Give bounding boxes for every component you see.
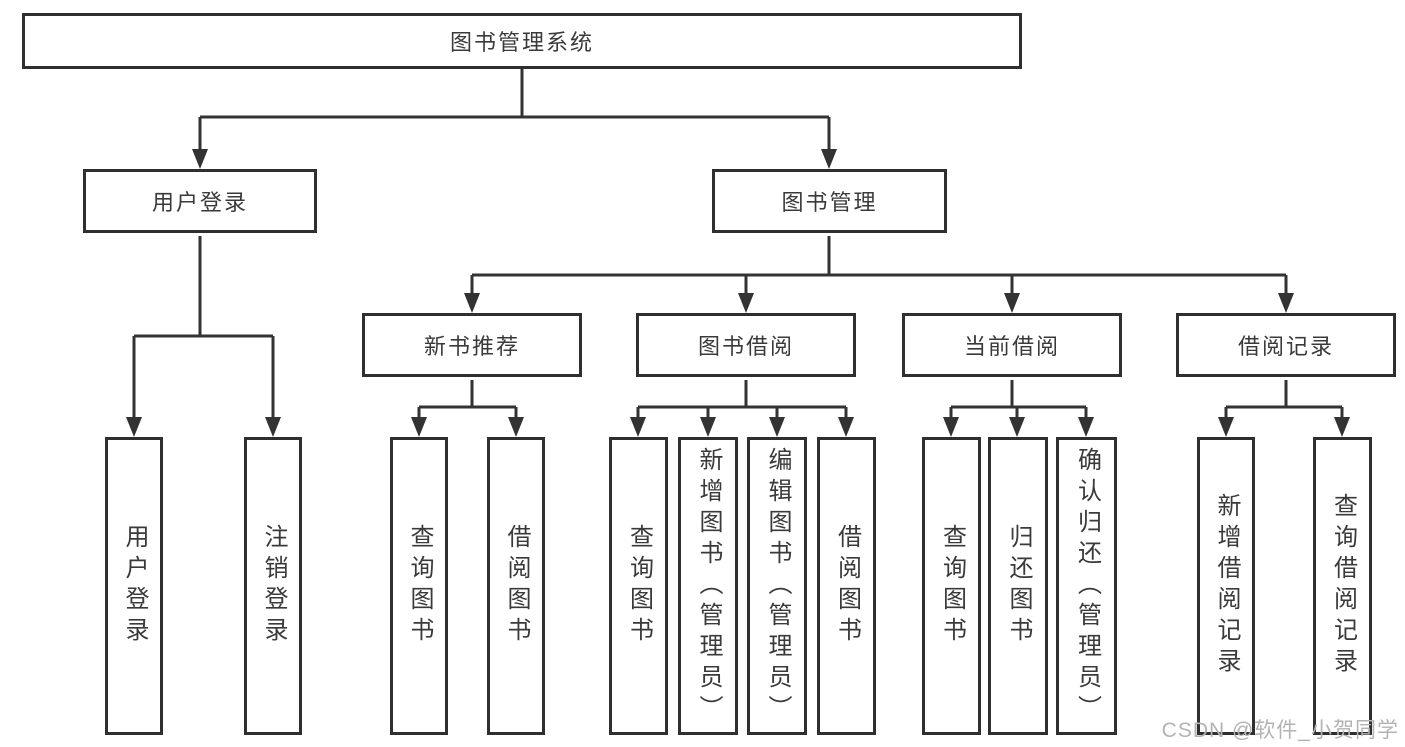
leaf-label: 新增图书（管理员） [695,446,722,726]
leaf-query-books-current: 查询图书 [922,437,981,735]
arrowhead [821,149,837,169]
connector-root-to-level2 [192,69,837,169]
connector-new-book-branch [411,380,524,437]
leaf-borrow-books-recommend: 借阅图书 [487,437,545,735]
leaf-query-borrow-record: 查询借阅记录 [1313,437,1372,735]
arrowhead [411,417,427,437]
leaf-label: 查询借阅记录 [1329,493,1357,679]
connector-current-borrow-branch [943,380,1094,437]
leaf-label: 借阅图书 [833,524,861,648]
connector-book-borrow-branch [630,380,854,437]
leaf-logout: 注销登录 [244,437,302,735]
connector-user-login-branch [126,236,281,437]
leaf-confirm-return-admin: 确认归还（管理员） [1056,437,1117,735]
arrowhead [1009,417,1025,437]
arrowhead [630,417,646,437]
arrowhead [1004,293,1020,313]
node-label: 图书借阅 [697,334,794,359]
arrowhead [1078,417,1094,437]
node-book-management: 图书管理 [712,169,947,233]
arrowhead [1334,417,1350,437]
arrowhead [265,417,281,437]
leaf-query-books-recommend: 查询图书 [390,437,448,735]
arrowhead [700,417,716,437]
leaf-borrow-books-borrowing: 借阅图书 [817,437,876,735]
leaf-user-login: 用户登录 [105,437,163,735]
node-user-login: 用户登录 [83,169,317,233]
node-label: 新书推荐 [423,334,520,359]
node-root-library-management-system: 图书管理系统 [22,13,1022,69]
arrowhead [126,417,142,437]
leaf-label: 查询图书 [938,524,966,648]
leaf-add-borrow-record: 新增借阅记录 [1197,437,1255,735]
node-new-book-recommendation: 新书推荐 [362,313,582,377]
leaf-label: 新增借阅记录 [1213,493,1240,679]
arrowhead [838,417,854,437]
node-borrow-records: 借阅记录 [1176,313,1396,377]
arrowhead [943,417,959,437]
leaf-label: 查询图书 [406,524,433,648]
watermark: CSDN @软件_小贺同学 [1161,719,1399,742]
node-label: 图书管理 [781,190,878,215]
arrowhead [1218,417,1234,437]
leaf-label: 编辑图书（管理员） [764,446,791,726]
leaf-label: 归还图书 [1005,524,1032,648]
connector-borrow-records-branch [1218,380,1350,437]
node-label: 当前借阅 [963,334,1060,359]
leaf-return-book: 归还图书 [988,437,1048,735]
node-book-borrowing: 图书借阅 [636,313,856,377]
node-label: 图书管理系统 [449,30,594,55]
node-label: 借阅记录 [1237,334,1334,359]
leaf-query-books-borrowing: 查询图书 [609,437,668,735]
leaf-add-book-admin: 新增图书（管理员） [678,437,738,735]
arrowhead [1278,293,1294,313]
arrowhead [769,417,785,437]
arrowhead [192,149,208,169]
node-label: 用户登录 [151,190,248,215]
arrowhead [508,417,524,437]
connector-book-management-branch [464,236,1294,313]
leaf-label: 查询图书 [625,524,653,648]
leaf-label: 借阅图书 [503,524,530,648]
node-current-borrowing: 当前借阅 [902,313,1122,377]
leaf-label: 注销登录 [260,524,287,648]
leaf-label: 确认归还（管理员） [1073,446,1101,726]
arrowhead [464,293,480,313]
leaf-edit-book-admin: 编辑图书（管理员） [747,437,807,735]
leaf-label: 用户登录 [121,524,148,648]
arrowhead [738,293,754,313]
